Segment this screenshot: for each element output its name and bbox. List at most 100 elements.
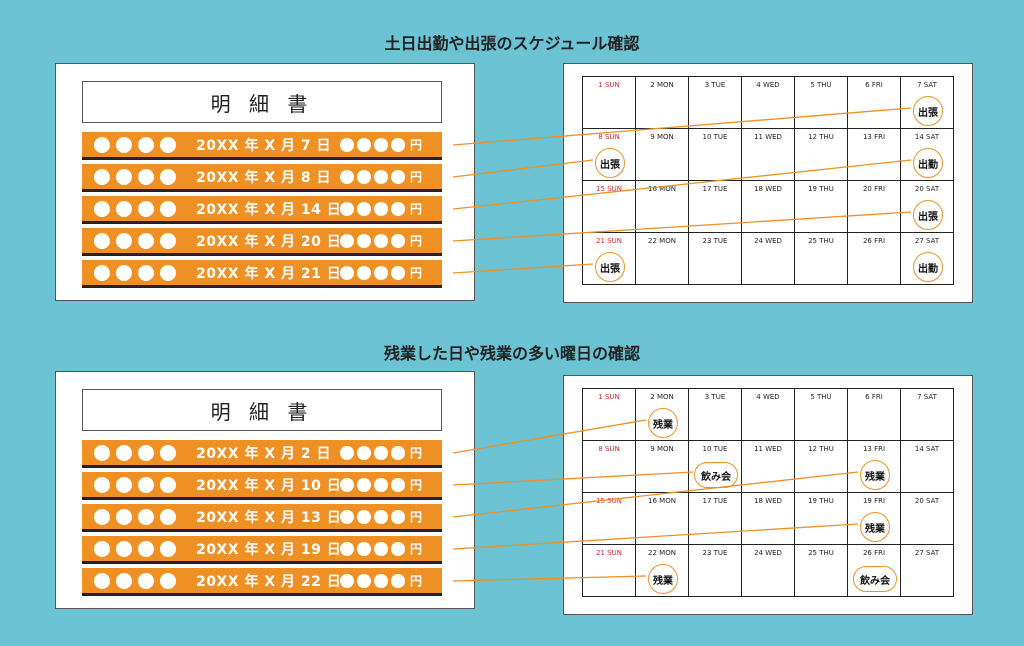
payslip-row: 20XX 年 X 月 20 日円	[82, 228, 442, 256]
placeholder-dot	[391, 265, 405, 280]
calendar-cell: 24 WED	[742, 545, 795, 597]
placeholder-dot	[391, 509, 405, 524]
yen-unit: 円	[410, 266, 423, 280]
placeholder-dot	[340, 233, 354, 248]
calendar-day-label: 23 TUE	[702, 237, 728, 245]
placeholder-dot	[160, 540, 176, 557]
payslip-title: 明 細 書	[82, 81, 442, 123]
calendar-day-label: 22 MON	[648, 549, 676, 557]
amount-placeholder: 円	[340, 200, 422, 217]
payslip-date: 20XX 年 X 月 7 日	[196, 137, 331, 154]
yen-unit: 円	[410, 202, 423, 216]
calendar-cell: 5 THU	[795, 77, 848, 129]
placeholder-dot	[340, 137, 354, 152]
placeholder-dot	[357, 509, 371, 524]
event-badge: 出張	[595, 148, 625, 178]
calendar-cell: 22 MON	[636, 233, 689, 285]
placeholder-dot	[357, 233, 371, 248]
calendar-cell: 23 TUE	[689, 545, 742, 597]
placeholder-dot	[94, 508, 110, 525]
event-badge: 出勤	[913, 252, 943, 282]
placeholder-dot	[160, 232, 176, 249]
calendar-day-label: 8 SUN	[598, 133, 620, 141]
placeholder-dot	[116, 136, 132, 153]
yen-unit: 円	[410, 478, 423, 492]
placeholder-dot	[116, 444, 132, 461]
calendar-cell: 24 WED	[742, 233, 795, 285]
calendar-day-label: 2 MON	[650, 81, 674, 89]
yen-unit: 円	[410, 138, 423, 152]
calendar-day-label: 10 TUE	[702, 133, 728, 141]
event-badge: 出張	[595, 252, 625, 282]
payslip-date: 20XX 年 X 月 20 日	[196, 233, 342, 250]
section2-title: 残業した日や残業の多い曜日の確認	[383, 344, 640, 363]
calendar-cell: 14 SAT	[901, 441, 954, 493]
yen-unit: 円	[410, 510, 423, 524]
calendar-cell: 6 FRI	[848, 389, 901, 441]
calendar-day-label: 11 WED	[754, 445, 782, 453]
calendar-cell: 25 THU	[795, 233, 848, 285]
calendar-day-label: 20 FRI	[862, 185, 886, 193]
placeholder-dot	[374, 573, 388, 588]
placeholder-dot	[94, 168, 110, 185]
amount-placeholder: 円	[340, 136, 422, 153]
yen-unit: 円	[410, 574, 423, 588]
calendar-cell: 11 WED	[742, 441, 795, 493]
calendar-day-label: 3 TUE	[704, 393, 726, 401]
placeholder-dot	[391, 477, 405, 492]
calendar-cell: 9 MON	[636, 441, 689, 493]
calendar-cell: 15 SUN	[583, 493, 636, 545]
placeholder-dot	[138, 540, 154, 557]
event-badge: 残業	[648, 408, 678, 438]
calendar-day-label: 17 TUE	[702, 497, 728, 505]
calendar-day-label: 18 WED	[754, 497, 782, 505]
calendar-day-label: 3 TUE	[704, 81, 726, 89]
calendar-day-label: 1 SUN	[598, 393, 620, 401]
placeholder-dot	[340, 477, 354, 492]
placeholder-dot	[138, 232, 154, 249]
placeholder-dot	[340, 445, 354, 460]
calendar-cell: 4 WED	[742, 389, 795, 441]
placeholder-dot	[138, 476, 154, 493]
calendar-day-label: 27 SAT	[914, 549, 940, 557]
amount-placeholder: 円	[340, 572, 422, 589]
placeholder-dot	[160, 444, 176, 461]
calendar-day-label: 22 MON	[648, 237, 676, 245]
placeholder-dot	[357, 169, 371, 184]
placeholder-dot	[138, 444, 154, 461]
calendar-day-label: 12 THU	[808, 445, 834, 453]
calendar-day-label: 14 SAT	[914, 133, 940, 141]
yen-unit: 円	[410, 446, 423, 460]
calendar-cell: 6 FRI	[848, 77, 901, 129]
calendar-cell: 23 TUE	[689, 233, 742, 285]
placeholder-dot	[374, 477, 388, 492]
placeholder-dot	[374, 265, 388, 280]
amount-placeholder: 円	[340, 168, 422, 185]
payslip-date: 20XX 年 X 月 14 日	[196, 201, 342, 218]
calendar-day-label: 21 SUN	[596, 549, 622, 557]
amount-placeholder: 円	[340, 476, 422, 493]
placeholder-dot	[160, 508, 176, 525]
calendar-day-label: 1 SUN	[598, 81, 620, 89]
placeholder-dot	[160, 572, 176, 589]
calendar-cell: 1 SUN	[583, 389, 636, 441]
placeholder-dot	[357, 445, 371, 460]
placeholder-dot	[391, 445, 405, 460]
placeholder-dot	[94, 572, 110, 589]
payslip-row: 20XX 年 X 月 14 日 円	[82, 196, 442, 224]
placeholder-dot	[340, 541, 354, 556]
payslip-date: 20XX 年 X 月 2 日	[196, 445, 331, 462]
name-placeholder-dots	[94, 444, 182, 461]
placeholder-dot	[116, 264, 132, 281]
event-badge: 残業	[860, 460, 890, 490]
placeholder-dot	[357, 265, 371, 280]
calendar-day-label: 13 FRI	[862, 133, 886, 141]
